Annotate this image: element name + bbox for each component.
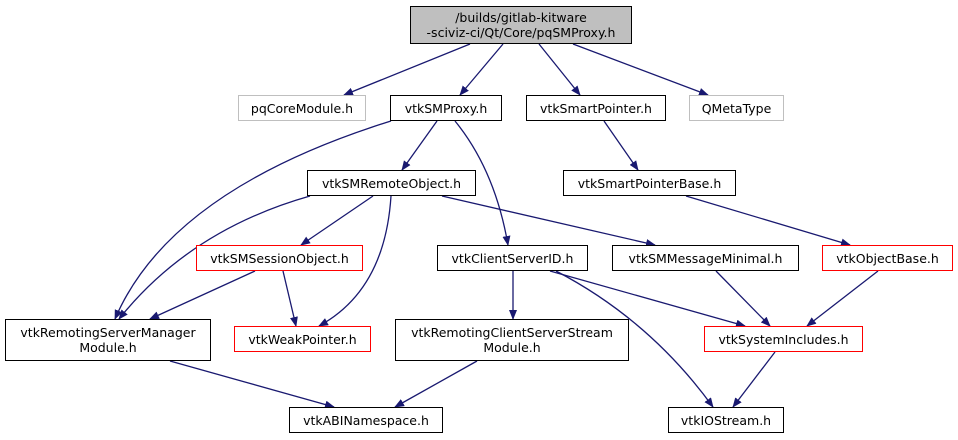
node-vtkSmartPointerBase[interactable]: vtkSmartPointerBase.h	[563, 170, 736, 196]
node-pqCoreModule: pqCoreModule.h	[238, 95, 366, 121]
node-vtkObjectBase[interactable]: vtkObjectBase.h	[822, 245, 953, 271]
node-label: vtkSmartPointer.h	[540, 100, 652, 116]
edge-vtkRemotingClientServerStreamModule-to-vtkABINamespace	[394, 360, 478, 408]
node-root: /builds/gitlab-kitware-sciviz-ci/Qt/Core…	[410, 6, 632, 44]
edge-vtkSMProxy-to-vtkSMRemoteObject	[401, 120, 438, 171]
node-label: vtkABINamespace.h	[303, 412, 429, 428]
edge-vtkSMSessionObject-to-vtkRemotingServerManagerModule	[149, 270, 256, 320]
node-vtkSMProxy[interactable]: vtkSMProxy.h	[390, 95, 502, 121]
edge-vtkSMRemoteObject-to-vtkRemotingServerManagerModule	[118, 195, 311, 320]
node-label: Module.h	[483, 340, 541, 355]
node-label: -sciviz-ci/Qt/Core/pqSMProxy.h	[426, 25, 616, 40]
node-label: vtkRemotingServerManager	[20, 325, 196, 340]
edge-root-to-vtkSmartPointer	[538, 43, 581, 96]
edge-vtkSMRemoteObject-to-vtkSMMessageMinimal	[441, 195, 656, 247]
node-vtkSMMessageMinimal[interactable]: vtkSMMessageMinimal.h	[612, 245, 799, 271]
node-label: vtkSmartPointerBase.h	[577, 175, 722, 191]
edge-vtkRemotingServerManagerModule-to-vtkABINamespace	[169, 360, 335, 409]
edge-vtkSMProxy-to-vtkClientServerID	[454, 120, 511, 246]
edge-vtkSMProxy-to-vtkRemotingServerManagerModule	[114, 120, 392, 320]
node-label: vtkClientServerID.h	[451, 250, 574, 266]
node-vtkWeakPointer[interactable]: vtkWeakPointer.h	[234, 326, 371, 352]
edges-layer	[114, 43, 879, 409]
node-label: vtkRemotingClientServerStream	[411, 325, 613, 340]
edge-vtkClientServerID-to-vtkIOStream	[555, 270, 714, 408]
edge-vtkSMMessageMinimal-to-vtkSystemIncludes	[715, 270, 771, 327]
edge-vtkSMSessionObject-to-vtkWeakPointer	[282, 270, 298, 327]
node-vtkABINamespace[interactable]: vtkABINamespace.h	[289, 407, 443, 433]
edge-vtkClientServerID-to-vtkSystemIncludes	[549, 270, 746, 328]
edge-root-to-vtkSMProxy	[459, 43, 504, 96]
node-vtkSMSessionObject[interactable]: vtkSMSessionObject.h	[196, 245, 363, 271]
edge-vtkSmartPointerBase-to-vtkObjectBase	[685, 195, 851, 247]
node-label: vtkWeakPointer.h	[248, 331, 357, 347]
edge-vtkSMRemoteObject-to-vtkSMSessionObject	[300, 195, 374, 246]
node-label: vtkSMProxy.h	[404, 100, 488, 116]
node-vtkSystemIncludes[interactable]: vtkSystemIncludes.h	[704, 326, 863, 352]
node-vtkSMRemoteObject[interactable]: vtkSMRemoteObject.h	[307, 170, 476, 196]
edge-root-to-pqCoreModule	[343, 43, 471, 96]
node-label: vtkSMRemoteObject.h	[321, 175, 462, 191]
node-QMetaType: QMetaType	[689, 95, 784, 121]
node-label: vtkIOStream.h	[680, 412, 772, 428]
node-vtkIOStream[interactable]: vtkIOStream.h	[668, 407, 784, 433]
node-vtkClientServerID[interactable]: vtkClientServerID.h	[437, 245, 588, 271]
edge-vtkSmartPointer-to-vtkSmartPointerBase	[603, 120, 639, 171]
edge-vtkObjectBase-to-vtkSystemIncludes	[806, 270, 879, 327]
node-label: vtkSystemIncludes.h	[718, 331, 849, 347]
node-label: vtkSMSessionObject.h	[210, 250, 349, 266]
edge-vtkSystemIncludes-to-vtkIOStream	[732, 351, 776, 408]
node-label: /builds/gitlab-kitware	[455, 10, 587, 25]
node-vtkSmartPointer[interactable]: vtkSmartPointer.h	[526, 95, 666, 121]
node-label: vtkSMMessageMinimal.h	[628, 250, 783, 266]
edge-vtkSMRemoteObject-to-vtkWeakPointer	[318, 195, 392, 327]
node-label: vtkObjectBase.h	[836, 250, 939, 266]
node-label: pqCoreModule.h	[250, 100, 354, 116]
edge-root-to-QMetaType	[572, 43, 709, 96]
node-label: QMetaType	[701, 100, 772, 116]
node-label: Module.h	[79, 340, 137, 355]
